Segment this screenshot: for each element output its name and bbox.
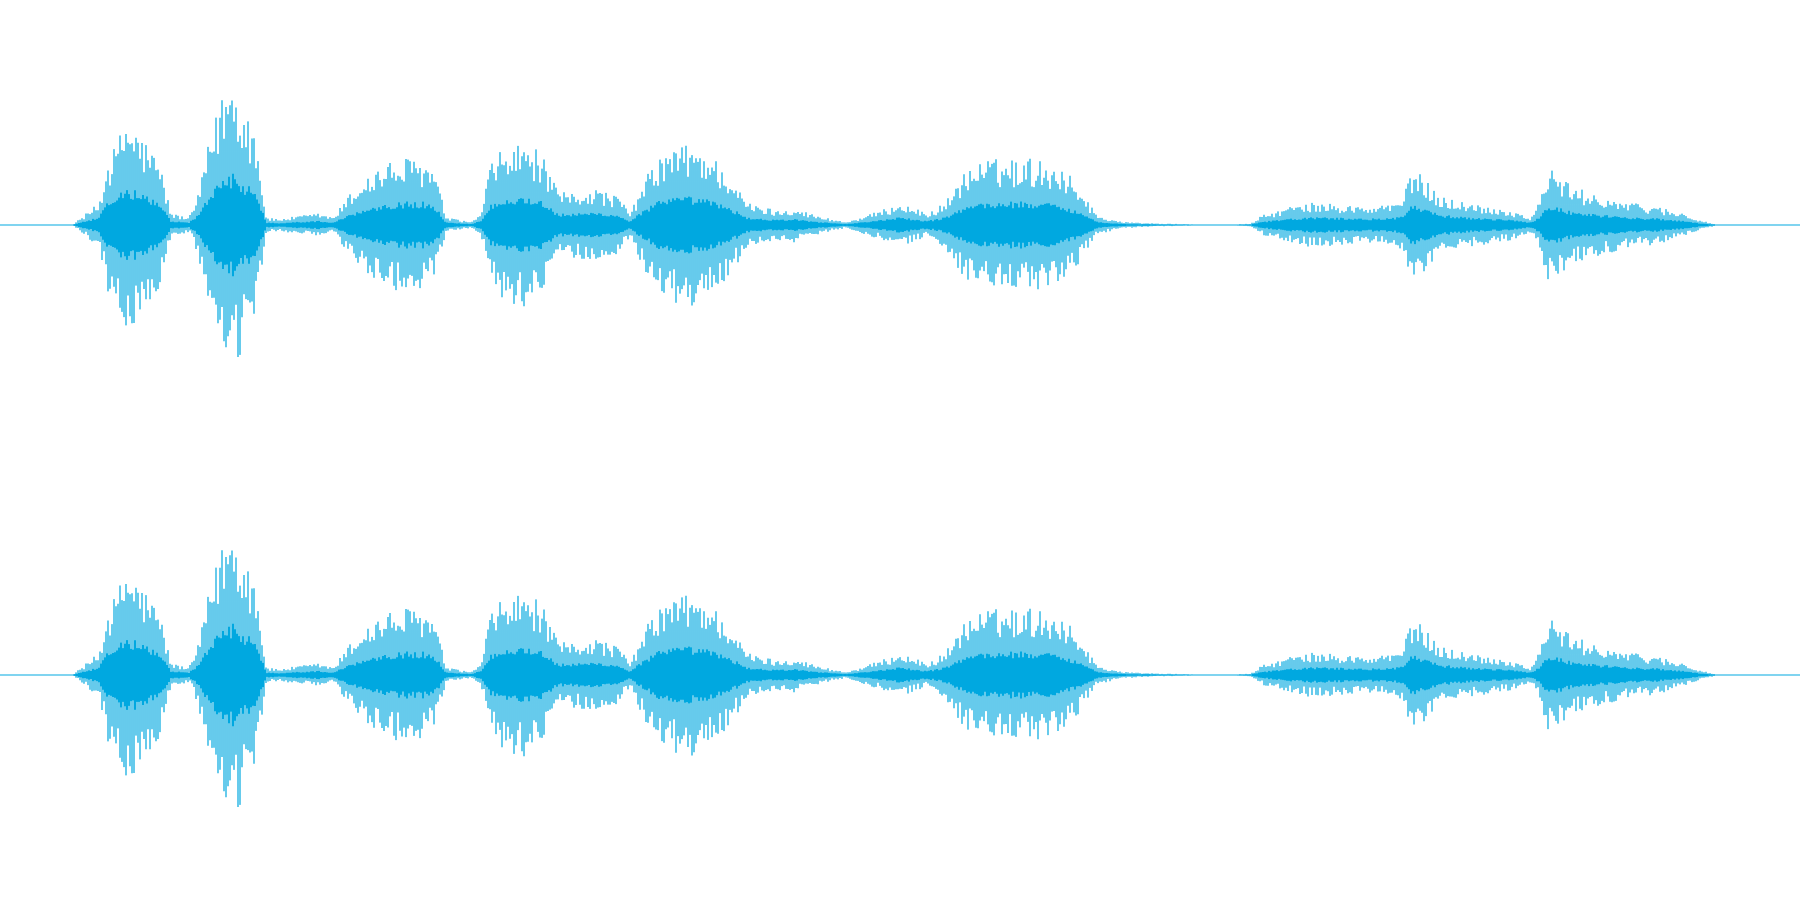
channel-2-waveform bbox=[0, 550, 1800, 807]
channel-1-waveform bbox=[0, 100, 1800, 357]
channel-1-signal-core bbox=[72, 173, 1716, 277]
channel-2-signal bbox=[73, 550, 1715, 807]
channel-2-signal-core bbox=[72, 623, 1716, 727]
channel-1-signal bbox=[73, 100, 1715, 357]
